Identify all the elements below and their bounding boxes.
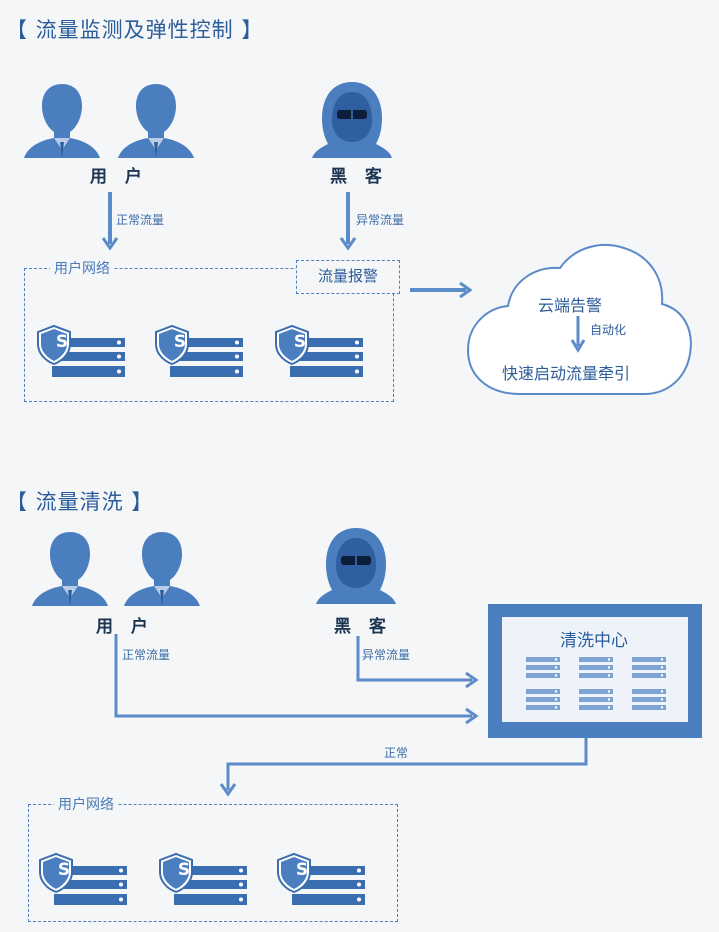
- user-network-box: [24, 268, 394, 402]
- user-network-label: 用户网络: [54, 794, 118, 814]
- return-flow-line: [226, 738, 588, 790]
- user-network-box: [28, 804, 398, 922]
- return-flow-label: 正常: [384, 746, 409, 760]
- hacker-label: 黑 客: [334, 617, 392, 637]
- hacker-label: 黑 客: [330, 167, 388, 187]
- user-icon: [24, 84, 194, 158]
- cleaning-center-label: 清洗中心: [560, 631, 628, 651]
- user-icon: [32, 532, 200, 606]
- user-network-label: 用户网络: [50, 258, 114, 278]
- normal-flow-label: 正常流量: [122, 648, 171, 662]
- normal-flow-label: 正常流量: [116, 213, 165, 227]
- abnormal-flow-label: 异常流量: [362, 648, 411, 662]
- automation-label: 自动化: [590, 323, 627, 337]
- normal-flow-line: [114, 634, 472, 718]
- section2-title: 【 流量清洗 】: [6, 490, 154, 514]
- shield-glyph: S: [177, 860, 191, 880]
- user-label: 用 户: [90, 167, 148, 187]
- hacker-icon: [311, 81, 393, 159]
- hacker-icon: [315, 527, 397, 605]
- shield-glyph: S: [55, 332, 69, 352]
- section1-title: 【 流量监测及弹性控制 】: [6, 18, 264, 42]
- shield-glyph: S: [295, 860, 309, 880]
- abnormal-flow-line: [356, 636, 472, 682]
- user-label: 用 户: [96, 617, 154, 637]
- abnormal-flow-label: 异常流量: [356, 213, 405, 227]
- monitor-icon: [488, 604, 702, 738]
- shield-glyph: S: [173, 332, 187, 352]
- cloud-alert-label: 云端告警: [538, 296, 603, 315]
- traffic-alert-box: 流量报警: [296, 260, 400, 294]
- shield-glyph: S: [293, 332, 307, 352]
- shield-glyph: S: [57, 860, 71, 880]
- traffic-diversion-label: 快速启动流量牵引: [502, 364, 631, 383]
